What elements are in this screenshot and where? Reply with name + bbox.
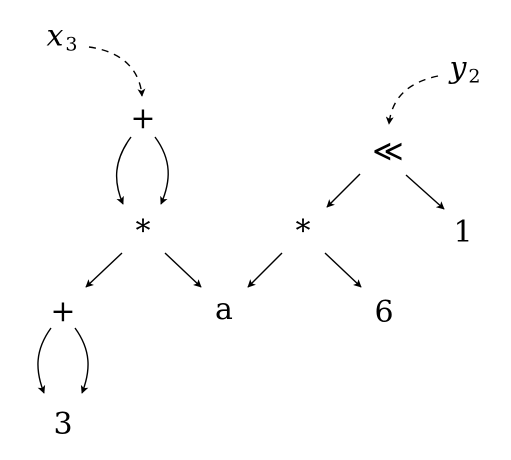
- edge-shift-to-leaf-1: [405, 174, 445, 210]
- root-x-base: x: [46, 18, 64, 54]
- node-plus-top: +: [130, 101, 156, 136]
- edge-mul-left-to-plus-bottom: [85, 252, 123, 288]
- edge-shift-to-mul-right: [326, 173, 361, 208]
- root-x-sub: 3: [65, 33, 78, 56]
- edge-mul-right-to-leaf-a: [247, 252, 283, 288]
- edge-plus-top-to-mul-left-b: [154, 136, 169, 205]
- node-leaf-a: a: [215, 292, 233, 327]
- node-shift: ≪: [372, 134, 404, 169]
- root-y-base: y: [449, 50, 467, 86]
- node-mul-left: *: [135, 214, 151, 249]
- node-plus-bottom: +: [50, 294, 76, 329]
- node-leaf-1: 1: [453, 215, 473, 250]
- edge-x3-to-plus-top: [88, 46, 146, 97]
- root-y-sub: 2: [468, 65, 481, 88]
- edge-plus-bottom-to-leaf-3-a: [37, 327, 52, 394]
- node-leaf-3: 3: [53, 407, 73, 442]
- edge-plus-top-to-mul-left-a: [115, 136, 132, 205]
- edge-mul-right-to-leaf-6: [324, 252, 362, 288]
- edge-mul-left-to-leaf-a: [164, 252, 202, 288]
- node-leaf-6: 6: [374, 295, 394, 330]
- node-mul-right: *: [295, 214, 311, 249]
- edge-y2-to-shift: [385, 75, 439, 125]
- edge-plus-bottom-to-leaf-3-b: [74, 327, 89, 394]
